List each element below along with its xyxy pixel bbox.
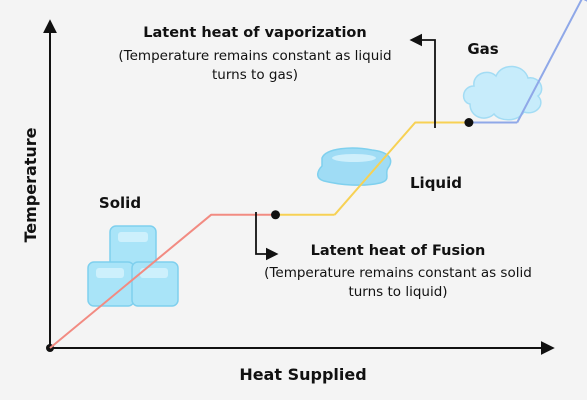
fusion-line1: (Temperature remains constant as solid <box>264 265 532 281</box>
vaporization-title: Latent heat of vaporization <box>143 25 366 41</box>
fusion-point-marker <box>271 210 280 220</box>
curve-segment-liquid <box>333 121 469 216</box>
phase-label-gas: Gas <box>467 40 498 58</box>
fusion-leader <box>255 212 279 261</box>
water-puddle-icon <box>317 147 392 186</box>
x-axis-label: Heat Supplied <box>239 365 366 384</box>
fusion-title: Latent heat of Fusion <box>311 243 486 259</box>
cloud-icon <box>462 65 543 121</box>
heating-curve <box>49 0 587 349</box>
vaporization-line1: (Temperature remains constant as liquid <box>118 48 391 64</box>
y-axis-label: Temperature <box>21 127 40 242</box>
curve-markers <box>271 118 474 220</box>
phase-label-solid: Solid <box>99 194 141 212</box>
phase-label-liquid: Liquid <box>410 174 462 192</box>
vaporization-line2: turns to gas) <box>212 67 298 83</box>
ice-cubes-icon <box>87 225 179 307</box>
vaporization-leader <box>409 33 436 128</box>
vaporization-point-marker <box>464 118 474 127</box>
curve-segment-gas <box>516 0 587 123</box>
curve-segment-solid <box>49 213 276 349</box>
fusion-line2: turns to liquid) <box>348 284 447 300</box>
